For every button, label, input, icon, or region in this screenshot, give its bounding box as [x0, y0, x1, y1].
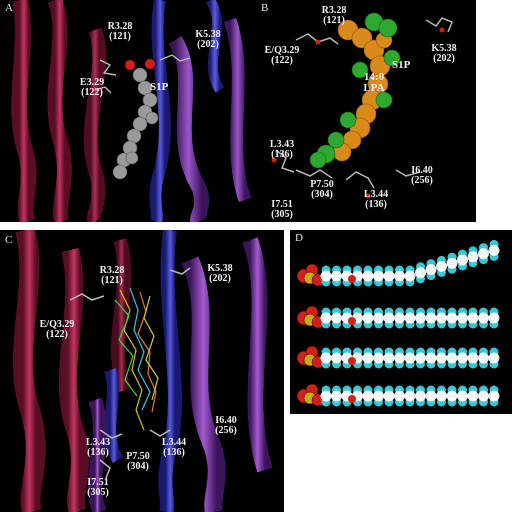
label-i751-c: I7.51(305) [87, 477, 109, 498]
label-r328-c: R3.28(121) [99, 265, 125, 286]
helix-red-3 [83, 27, 107, 222]
label-p750-b: P7.50(304) [310, 179, 334, 200]
helix-red-c3 [110, 237, 132, 393]
panel-c-structure-image [12, 230, 273, 512]
s1p-spacefill [112, 67, 159, 180]
residue-sticks-a [94, 54, 191, 94]
label-i640-b: I6.40(256) [411, 165, 433, 186]
residue-oxygens-b [271, 27, 445, 199]
label-eq329-c: E/Q3.29(122) [39, 319, 75, 340]
helix-purple-c3 [88, 397, 107, 512]
panel-b-letter: B [261, 2, 269, 14]
helix-blue-c1 [158, 230, 182, 512]
panel-a-letter: A [5, 2, 13, 14]
panel-a: A R3.28(121) K5.38(202) E3.29(122) S1P [0, 0, 256, 222]
label-eq329-b: E/Q3.29(122) [264, 45, 300, 66]
label-i640-c: I6.40(256) [215, 415, 237, 436]
label-k538-b: K5.38(202) [431, 43, 457, 64]
label-l344-b: L3.44(136) [363, 189, 389, 210]
helix-purple-c2 [242, 237, 273, 473]
label-i751-b: I7.51(305) [271, 199, 293, 220]
helix-red-c2 [58, 247, 89, 512]
helix-blue-2 [205, 0, 225, 93]
label-r328-b: R3.28(121) [321, 5, 347, 26]
ligand-wireframes-c [114, 287, 159, 431]
label-l343-b: L3.43(136) [269, 139, 295, 160]
label-l343-c: L3.43(136) [85, 437, 111, 458]
ligand-label-s1p-b: S1P [392, 59, 411, 71]
label-r328-a: R3.28(121) [107, 21, 133, 42]
helix-purple-1 [168, 36, 210, 222]
lipid-chain-4 [296, 383, 500, 407]
helix-purple-c1 [181, 256, 226, 512]
helix-purple-2 [223, 17, 252, 203]
helix-blue-c2 [104, 368, 124, 464]
lipid-chain-3 [296, 345, 500, 369]
panel-a-structure-image [11, 0, 252, 222]
panel-d-chains-image [296, 239, 500, 407]
label-p750-c: P7.50(304) [126, 451, 150, 472]
residue-sticks-c [69, 267, 191, 479]
label-l344-c: L3.44(136) [161, 437, 187, 458]
lipid-chain-2 [296, 305, 500, 329]
panel-c-letter: C [5, 234, 13, 246]
panel-b-structure-image [271, 12, 453, 199]
ligand-label-s1p-a: S1P [150, 81, 169, 93]
panel-c: C R3.28(121) K5.38(202) E/Q3.29(122) I6.… [0, 230, 284, 512]
helix-red-2 [47, 0, 72, 222]
helix-red-c1 [12, 230, 46, 512]
label-e329-a: E3.29(122) [79, 77, 105, 98]
label-k538-a: K5.38(202) [195, 29, 221, 50]
helix-blue-1 [149, 0, 171, 222]
label-k538-c: K5.38(202) [207, 263, 233, 284]
panel-d: D [290, 230, 512, 414]
lipid-chain-1 [296, 239, 500, 287]
s1p-spacefill-b [309, 12, 401, 169]
lpa-spacefill [332, 19, 393, 162]
panel-b: B R3.28(121) E/Q3.29(122) K5.38(202) S1P… [256, 0, 476, 222]
panel-d-letter: D [295, 232, 303, 244]
s1p-headgroup [124, 58, 156, 71]
helix-red-1 [11, 0, 37, 222]
